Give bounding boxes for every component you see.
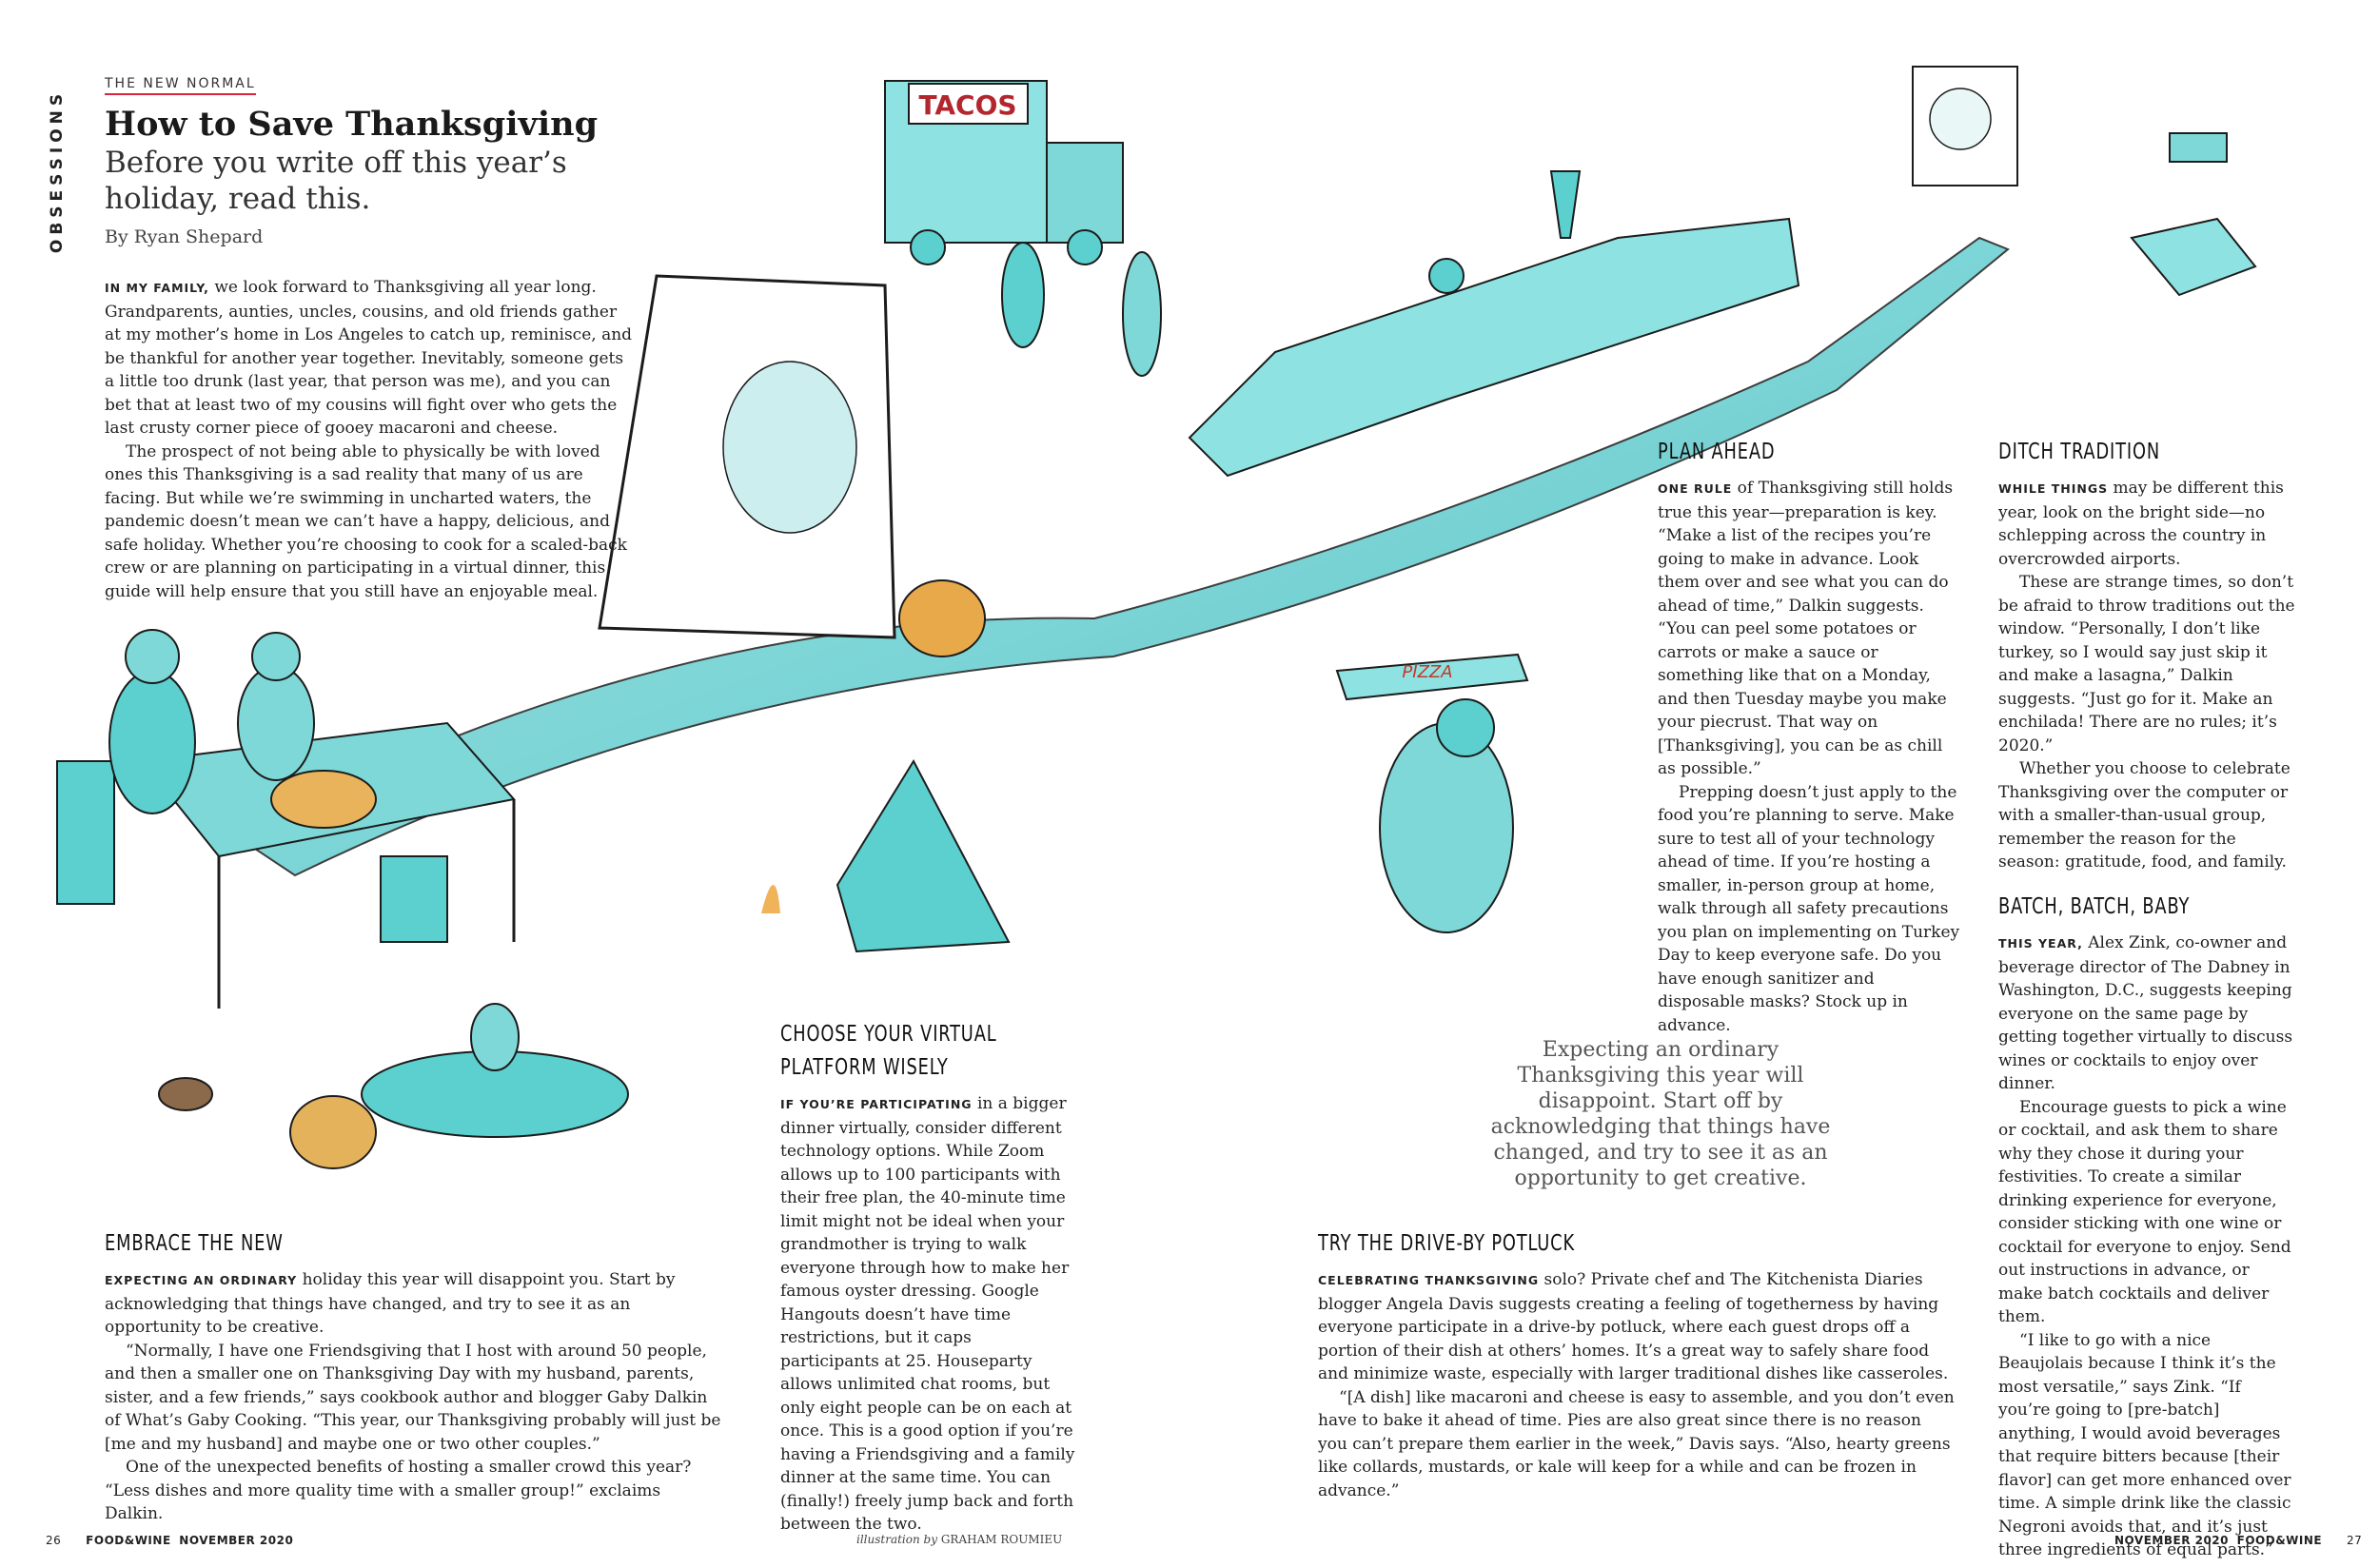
pizza-box	[1335, 653, 1529, 701]
footer-left: 26 FOOD&WINE NOVEMBER 2020	[46, 1534, 294, 1547]
heading-batch: BATCH, BATCH, BABY	[1998, 894, 2191, 919]
intro-text: IN MY FAMILY, we look forward to Thanksg…	[105, 278, 633, 601]
section-ditch: DITCH TRADITION WHILE THINGS may be diff…	[1998, 436, 2295, 874]
section-label: OBSESSIONS	[48, 88, 67, 254]
heading-potluck: TRY THE DRIVE-BY POTLUCK	[1318, 1231, 1575, 1256]
section-potluck: TRY THE DRIVE-BY POTLUCK CELEBRATING THA…	[1318, 1227, 1956, 1502]
heading-platform: CHOOSE YOUR VIRTUAL PLATFORM WISELY	[780, 1022, 997, 1080]
section-plan: PLAN AHEAD ONE RULE of Thanksgiving stil…	[1658, 436, 1960, 1037]
section-batch: BATCH, BATCH, BABY THIS YEAR, Alex Zink,…	[1998, 891, 2295, 1562]
section-platform: CHOOSE YOUR VIRTUAL PLATFORM WISELY IF Y…	[780, 1018, 1075, 1537]
footer-right: NOVEMBER 2020 FOOD&WINE 27	[2114, 1534, 2363, 1547]
illustration-credit: illustration by GRAHAM ROUMIEU	[856, 1533, 1063, 1546]
tent	[836, 758, 1011, 953]
kicker: THE NEW NORMAL	[105, 76, 256, 95]
limousine	[1188, 217, 1800, 478]
tacos-sign: TACOS	[918, 89, 1016, 121]
heading-embrace: EMBRACE THE NEW	[105, 1231, 284, 1256]
section-embrace: EMBRACE THE NEW EXPECTING AN ORDINARY ho…	[105, 1227, 723, 1526]
byline: By Ryan Shepard	[105, 226, 264, 247]
article-title: How to Save Thanksgiving	[105, 105, 599, 144]
drone-box	[2130, 217, 2257, 297]
pull-quote: Expecting an ordinary Thanksgiving this …	[1490, 1038, 1831, 1190]
turkey-character	[1379, 722, 1514, 933]
heading-plan: PLAN AHEAD	[1658, 440, 1776, 464]
article-dek: Before you write off this year’s holiday…	[105, 146, 567, 216]
heading-ditch: DITCH TRADITION	[1998, 440, 2160, 464]
long-table	[236, 236, 2010, 877]
pizza-label: PIZZA	[1402, 662, 1452, 682]
